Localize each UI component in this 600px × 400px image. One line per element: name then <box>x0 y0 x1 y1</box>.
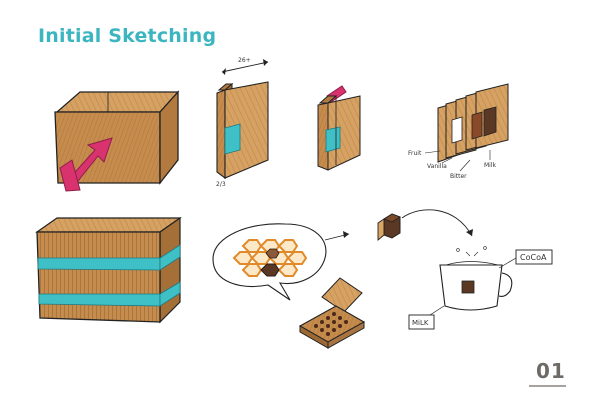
page-number-underline <box>529 385 566 387</box>
flavor-label-bitter: Bitter <box>450 173 467 180</box>
chocolate-piece-sketch <box>377 209 473 241</box>
sliding-sleeve-sketch <box>317 85 361 171</box>
date-label: 2/3 <box>216 181 226 188</box>
page-number: 01 <box>536 359 566 383</box>
chocolate-tray-sketch <box>298 277 366 349</box>
mug-sketch: CoCoA MiLK <box>408 246 553 330</box>
flavor-label-vanilla: Vanilla <box>427 163 447 170</box>
flavor-slices-sketch: Fruit Vanilla Bitter Milk <box>408 83 509 180</box>
milk-label: MiLK <box>412 319 429 327</box>
book-box-sketch: 26+ 2/3 <box>216 57 269 188</box>
insert-arrow-icon <box>59 137 113 192</box>
striped-box-sketch <box>35 216 182 324</box>
open-box-sketch <box>54 90 180 192</box>
dimension-label: 26+ <box>238 57 251 64</box>
flavor-label-milk: Milk <box>484 162 497 169</box>
cocoa-label: CoCoA <box>520 253 547 262</box>
flavor-label-fruit: Fruit <box>408 150 422 157</box>
honeycomb-bubble-sketch <box>212 223 350 301</box>
page-title: Initial Sketching <box>38 25 217 47</box>
